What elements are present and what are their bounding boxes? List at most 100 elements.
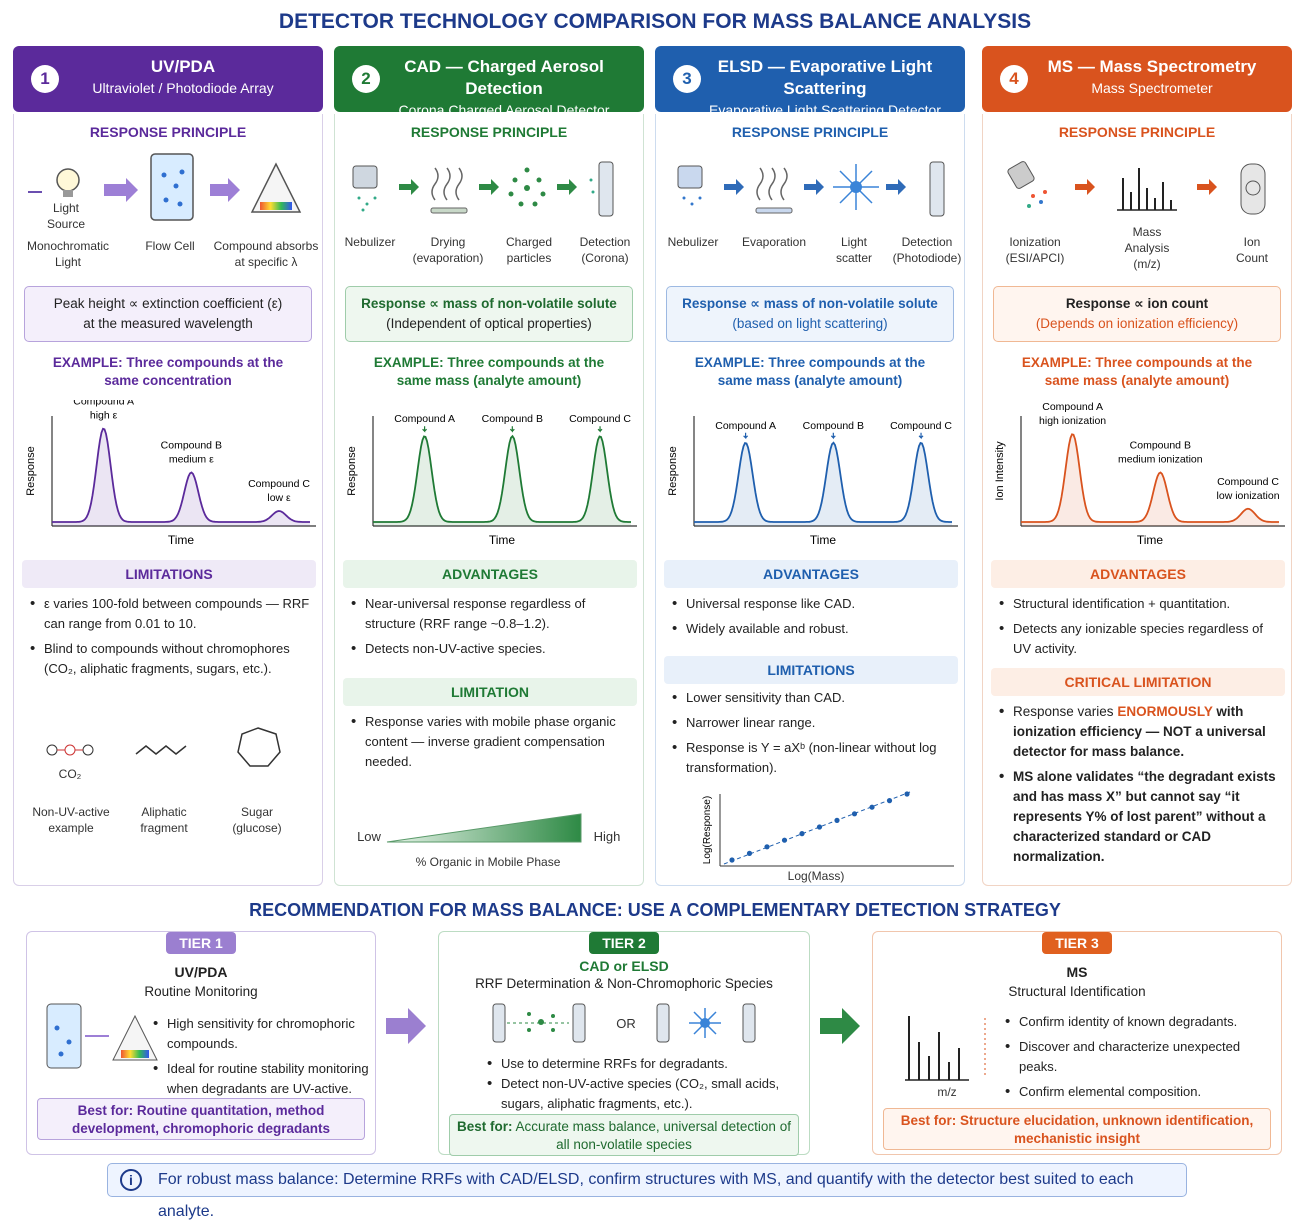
principle-line-1: Peak height ∝ extinction coefficient (ε) — [53, 296, 283, 311]
column-header: 2 CAD — Charged Aerosol Detection Corona… — [334, 46, 644, 118]
column-number: 1 — [31, 65, 59, 93]
co2-label: CO₂ — [58, 767, 82, 781]
column-title: MS — Mass Spectrometry — [1047, 57, 1257, 76]
log-data-point — [886, 798, 893, 804]
log-data-point — [799, 831, 805, 837]
chromatogram-trace — [373, 434, 631, 523]
mass-spectrum-icon — [1122, 168, 1172, 210]
example-label: Sugar (glucose) — [232, 805, 282, 835]
column-number: 2 — [352, 65, 380, 93]
tier-tag: TIER 1 — [166, 932, 236, 954]
aliphatic-fragment-icon — [135, 745, 187, 755]
icon-label-flow-cell: Flow Cell — [145, 239, 195, 253]
best-text: Accurate mass balance, universal detecti… — [512, 1119, 791, 1152]
recommendation-title: RECOMMENDATION FOR MASS BALANCE: USE A C… — [249, 900, 1061, 920]
advantages-list: Near-universal response regardless of st… — [349, 594, 631, 664]
peak-fill — [373, 436, 631, 526]
gradient-low-label: Low — [357, 829, 381, 844]
mz-label: m/z — [937, 1085, 957, 1099]
tier-name: MS — [1066, 964, 1088, 980]
peak-label: Compound C — [569, 413, 631, 425]
list-item: Near-universal response regardless of st… — [349, 594, 631, 634]
limitation-title: LIMITATION — [343, 678, 637, 706]
or-label: OR — [616, 1016, 636, 1031]
column-body: RESPONSE PRINCIPLE Light Source Monochro… — [13, 114, 323, 886]
list-item: Narrower linear range. — [670, 713, 952, 733]
log-data-point — [781, 837, 788, 843]
tier-3-list: Confirm identity of known degradants. Di… — [1003, 1012, 1273, 1107]
example-title: EXAMPLE: Three compounds at the same con… — [52, 355, 284, 388]
log-data-point — [746, 850, 753, 856]
principle-title: RESPONSE PRINCIPLE — [89, 124, 247, 140]
log-plot-ylabel: Log(Response) — [702, 796, 713, 864]
ms-principle-icons — [1007, 161, 1266, 215]
tier-tag: TIER 3 — [1042, 932, 1112, 954]
list-item: Structural identification + quantitation… — [997, 594, 1279, 614]
principle-title: RESPONSE PRINCIPLE — [1058, 124, 1216, 140]
best-label: Best for: — [457, 1119, 513, 1134]
example-label: Non-UV-active example — [32, 805, 110, 835]
principle-box: Peak height ∝ extinction coefficient (ε)… — [24, 286, 312, 342]
peak-sublabel: high ionization — [1039, 415, 1106, 427]
peak-sublabel: low ε — [267, 492, 291, 504]
peak-fill — [694, 442, 952, 526]
x-axis-label: Time — [168, 533, 195, 547]
column-body: RESPONSE PRINCIPLE Nebulizer Drying (eva… — [334, 114, 644, 886]
cad-principle-icons — [352, 161, 614, 217]
limitations-title: LIMITATIONS — [22, 560, 316, 588]
principle-title: RESPONSE PRINCIPLE — [731, 124, 889, 140]
peak-label: Compound A — [73, 400, 134, 408]
peak-marker — [918, 432, 924, 440]
chromatogram-trace — [52, 427, 310, 523]
photodiode-icon — [929, 161, 945, 217]
principle-line-1: Response ∝ ion count — [1065, 296, 1209, 311]
list-item: Universal response like CAD. — [670, 594, 952, 614]
icon-label: Evaporation — [741, 235, 807, 249]
column-title: ELSD — Evaporative Light Scattering — [717, 57, 933, 98]
footer-note: i For robust mass balance: Determine RRF… — [107, 1163, 1187, 1220]
limitation-list: Response varies with mobile phase organi… — [349, 712, 631, 777]
list-item: High sensitivity for chromophoric compou… — [151, 1014, 371, 1054]
flow-cell-icon — [150, 153, 194, 221]
icon-label: Nebulizer — [344, 235, 396, 249]
advantages-title: ADVANTAGES — [343, 560, 637, 588]
icon-label-compound-absorbs: Compound absorbs at specific λ — [213, 239, 319, 269]
peak-label: Compound B — [482, 413, 543, 425]
critical-limitation-title: CRITICAL LIMITATION — [991, 668, 1285, 696]
example-title: EXAMPLE: Three compounds at the same mas… — [373, 355, 605, 388]
log-data-point — [869, 804, 875, 810]
gradient-high-label: High — [593, 829, 621, 844]
charged-particles-icon — [508, 167, 546, 207]
log-plot-xlabel: Log(Mass) — [787, 869, 845, 883]
list-item: Widely available and robust. — [670, 619, 952, 639]
peak-marker — [422, 426, 428, 433]
log-data-point — [729, 857, 735, 863]
tier-subtitle: RRF Determination & Non-Chromophoric Spe… — [475, 976, 773, 991]
y-axis-label: Response — [25, 446, 37, 496]
principle-line-1: Response ∝ mass of non-volatile solute — [361, 296, 617, 311]
gradient-axis-label: % Organic in Mobile Phase — [415, 855, 561, 869]
principle-line-2: (Independent of optical properties) — [386, 316, 592, 331]
x-axis-label: Time — [810, 533, 837, 547]
list-item: Detects non-UV-active species. — [349, 639, 631, 659]
peak-label: Compound A — [1042, 401, 1103, 413]
list-item: ε varies 100-fold between compounds — RR… — [28, 594, 310, 634]
column-number: 3 — [673, 65, 701, 93]
icon-label: Detection (Photodiode) — [892, 235, 962, 265]
peak-sublabel: high ε — [90, 410, 118, 422]
icon-label: Ionization (ESI/APCI) — [1005, 235, 1065, 265]
tier-2-card: TIER 2 CAD or ELSD RRF Determination & N… — [438, 931, 810, 1156]
list-item: Response varies with mobile phase organi… — [349, 712, 631, 772]
critical-limitation-list: Response varies ENORMOUSLY with ionizati… — [997, 702, 1279, 872]
cad-elsd-tier-icons — [492, 1003, 756, 1043]
tier-subtitle: Structural Identification — [1008, 984, 1146, 999]
principle-title: RESPONSE PRINCIPLE — [410, 124, 568, 140]
peak-marker — [830, 432, 836, 440]
uv-tier-icon — [46, 1003, 158, 1069]
chromatogram-trace — [694, 441, 952, 523]
column-body: RESPONSE PRINCIPLE Ionization (ESI/APCI)… — [982, 114, 1292, 886]
column-title: CAD — Charged Aerosol Detection — [404, 57, 604, 98]
advantages-list: Universal response like CAD. Widely avai… — [670, 594, 952, 644]
